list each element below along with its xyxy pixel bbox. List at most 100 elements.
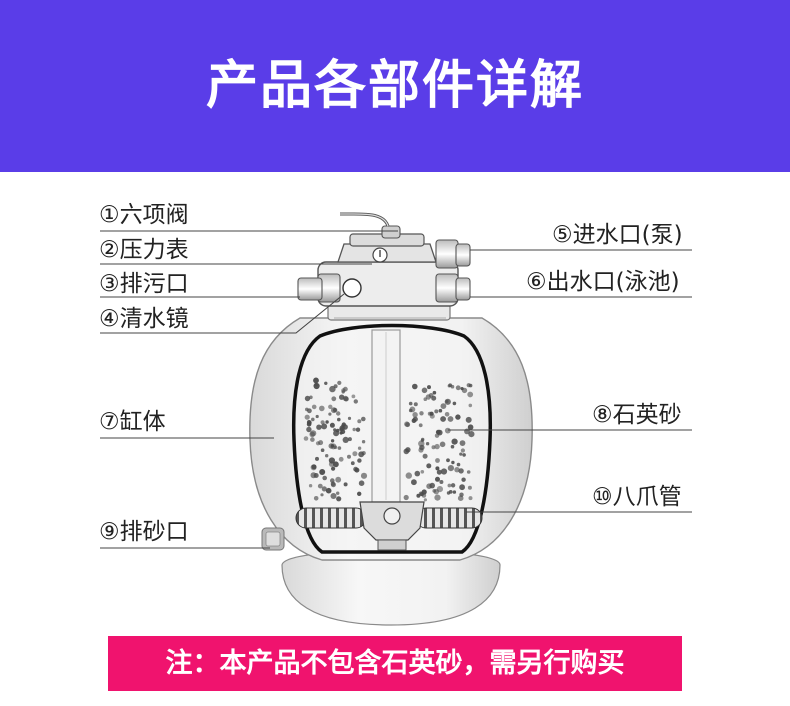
sand-particle [361, 440, 366, 444]
sand-particle [416, 493, 421, 498]
sand-particle [444, 412, 450, 417]
sand-particle [319, 405, 325, 412]
sand-particle [440, 468, 448, 475]
sand-particle [444, 427, 451, 434]
sand-particle [347, 437, 352, 442]
sand-particle [459, 452, 463, 456]
sand-particle [405, 472, 412, 479]
label-outlet: ⑥出水口(泳池) [526, 269, 680, 295]
leader-line-4 [100, 293, 345, 334]
sand-particle [455, 385, 461, 391]
sand-particle [421, 489, 427, 495]
sand-particle [338, 456, 344, 462]
sand-particle [314, 382, 318, 387]
sand-particle [342, 436, 349, 443]
sand-particle [361, 451, 366, 456]
sand-particle [451, 460, 455, 465]
sand-particle [331, 396, 337, 402]
sand-particle [306, 420, 312, 425]
sand-particle [336, 496, 342, 502]
sand-particle [320, 420, 325, 425]
sand-particle [309, 431, 316, 438]
sand-particle [422, 453, 428, 459]
sand-particle [423, 397, 428, 402]
sand-particle [311, 404, 317, 410]
label-sight-glass: ④清水镜 [99, 306, 189, 332]
sand-particle [447, 483, 452, 488]
lateral-pipe-left [295, 507, 367, 529]
sand-particle [467, 391, 474, 398]
sand-particle [313, 377, 319, 384]
sand-particle [440, 416, 446, 422]
sand-particle [325, 420, 329, 424]
sand-particle [462, 453, 466, 457]
sand-particle [412, 416, 418, 422]
sand-particle [304, 395, 311, 402]
sand-particle [468, 383, 473, 388]
sand-particle [311, 464, 317, 470]
sand-particle [447, 465, 454, 472]
sand-particle [438, 408, 443, 413]
sand-particle [435, 458, 440, 463]
sand-particle [412, 383, 418, 390]
sand-particle [361, 416, 366, 422]
sand-particle [446, 458, 450, 463]
sand-particle [331, 407, 337, 414]
sand-particle [468, 431, 475, 438]
sand-particle [320, 448, 325, 453]
sand-particle [352, 451, 358, 457]
sand-particle [331, 466, 336, 471]
sand-particle [315, 456, 319, 461]
sand-particle [329, 422, 335, 428]
sand-particle [341, 422, 346, 427]
sand-particle [353, 399, 358, 404]
sand-particle [333, 461, 339, 468]
sand-drain-plug [261, 527, 285, 551]
sand-particle [343, 482, 348, 487]
sand-particles-right [403, 383, 475, 502]
sand-particle [460, 448, 465, 453]
label-lateral-pipes: ⑩八爪管 [592, 484, 682, 510]
sand-particle [325, 487, 332, 494]
label-multiport-valve: ①六项阀 [99, 202, 189, 228]
sand-particle [347, 416, 352, 420]
sand-particle [413, 402, 418, 407]
sand-particle [358, 480, 365, 487]
sand-particle [466, 470, 471, 474]
sand-particle [328, 404, 333, 409]
sand-particle [456, 462, 461, 467]
sand-particle [324, 381, 328, 385]
sand-particle [431, 395, 437, 401]
sand-particle [330, 481, 336, 487]
sand-particle [340, 429, 346, 435]
sand-particle [467, 485, 472, 490]
sand-particle [450, 444, 455, 449]
sand-particle [439, 441, 446, 448]
sand-particle [330, 493, 337, 499]
sand-particle [404, 421, 410, 427]
sand-particle [459, 484, 465, 491]
sand-particle [408, 401, 413, 406]
sand-particle [333, 430, 340, 437]
sand-particle [455, 414, 461, 420]
sand-particle [347, 454, 351, 459]
sand-particle [317, 483, 323, 489]
sand-particle [319, 469, 326, 475]
lateral-pipe-right [415, 507, 483, 529]
sand-particle [418, 440, 425, 447]
sand-particle [360, 472, 368, 479]
sand-particle [336, 411, 341, 416]
note-text: 注：本产品不包含石英砂，需另行购买 [165, 648, 625, 679]
sand-particle [435, 429, 441, 435]
sand-particle [355, 427, 361, 432]
sand-particle [403, 494, 409, 501]
sand-particle [408, 408, 413, 413]
sand-particle [431, 445, 436, 450]
sand-particle [459, 440, 466, 446]
sand-particle [448, 383, 453, 388]
sand-particle [336, 491, 340, 495]
sand-particle [468, 496, 473, 501]
label-sand-drain: ⑨排砂口 [99, 519, 189, 545]
sand-particle [352, 427, 356, 432]
sand-particle [439, 480, 444, 484]
